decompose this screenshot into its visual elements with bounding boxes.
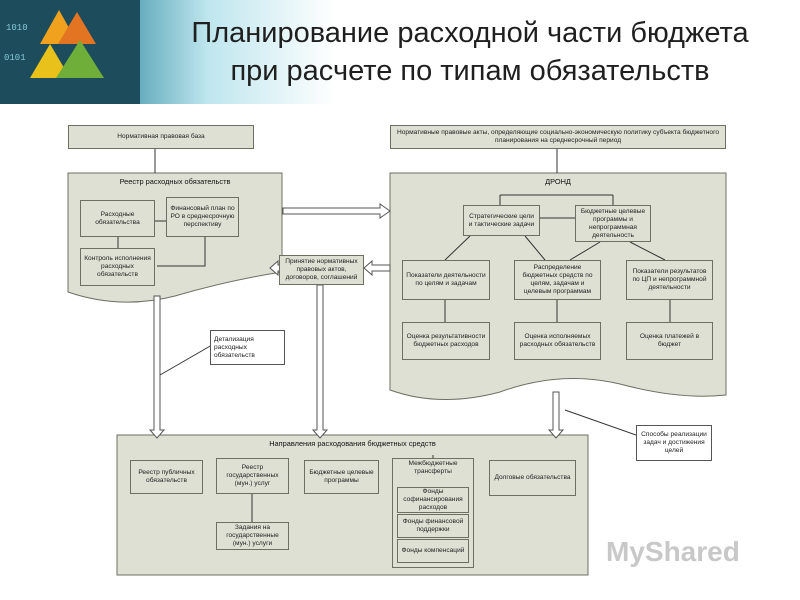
public-registry-label: Реестр публичных обязательств [138, 469, 195, 484]
regulatory-base-box: Нормативная правовая база [68, 125, 254, 149]
svg-text:0101: 0101 [4, 53, 26, 63]
state-services-registry-box: Реестр государственных (мун.) услуг [216, 458, 289, 494]
financial-plan-label: Финансовый план по РО в среднесрочную пе… [170, 205, 235, 228]
directions-container [116, 434, 589, 576]
budget-programs-label: Бюджетные целевые программы и непрограмм… [580, 207, 646, 239]
acts-adoption-box: Принятие нормативных правовых актов, дог… [279, 255, 364, 285]
methods-label: Способы реализации задач и достижения це… [641, 431, 707, 454]
debt-obligations-label: Долговые обязательства [494, 474, 571, 481]
performance-eval-label: Оценка результативности бюджетных расход… [406, 333, 486, 348]
distribution-label: Распределение бюджетных средств по целям… [522, 264, 593, 295]
obligations-label: Расходные обязательства [95, 210, 140, 226]
indicators-box: Показатели деятельности по целям и задач… [402, 260, 490, 300]
cofinancing-fund-label: Фонды софинансирования расходов [403, 488, 463, 511]
triangles-logo-icon: 1010 0101 [0, 0, 140, 104]
indicators-label: Показатели деятельности по целям и задач… [406, 272, 486, 287]
acts-adoption-label: Принятие нормативных правовых актов, дог… [285, 258, 358, 281]
control-box: Контроль исполнения расходных обязательс… [80, 248, 155, 286]
payments-eval-box: Оценка платежей в бюджет [626, 322, 713, 360]
compensation-fund-label: Фонды компенсаций [401, 547, 465, 554]
financial-support-fund-label: Фонды финансовой поддержки [402, 518, 464, 533]
detail-box: Детализация расходных обязательств [210, 330, 285, 365]
cofinancing-fund-box: Фонды софинансирования расходов [397, 487, 469, 513]
regulatory-acts-label: Нормативные правовые акты, определяющие … [397, 129, 719, 144]
state-tasks-label: Задания на государственные (мун.) услуги [226, 524, 279, 547]
regulatory-base-label: Нормативная правовая база [117, 133, 205, 140]
budget-target-programs-box: Бюджетные целевые программы [304, 460, 379, 494]
methods-box: Способы реализации задач и достижения це… [636, 425, 712, 461]
results-box: Показатели результатов по ЦП и непрограм… [626, 260, 713, 300]
strategic-goals-box: Стратегические цели и тактические задачи [463, 205, 540, 236]
debt-obligations-box: Долговые обязательства [489, 460, 576, 496]
public-registry-box: Реестр публичных обязательств [130, 460, 203, 494]
detail-label: Детализация расходных обязательств [214, 335, 255, 359]
strategic-goals-label: Стратегические цели и тактические задачи [468, 212, 535, 228]
title-line-1: Планирование расходной части бюджета [191, 17, 749, 49]
obligations-box: Расходные обязательства [80, 200, 155, 237]
title-line-2: при расчете по типам обязательств [230, 55, 710, 87]
results-label: Показатели результатов по ЦП и непрограм… [632, 268, 707, 291]
header: 1010 0101 Планирование расходной части б… [0, 0, 800, 104]
financial-support-fund-box: Фонды финансовой поддержки [397, 514, 469, 538]
svg-text:1010: 1010 [6, 23, 28, 33]
watermark-label: MyShared [606, 536, 740, 567]
drond-title: ДРОНД [545, 177, 571, 186]
interbudget-transfers-label: Межбюджетные трансферты [408, 460, 458, 475]
directions-title: Направления расходования бюджетных средс… [269, 439, 436, 448]
watermark: MyShared [606, 536, 740, 568]
financial-plan-box: Финансовый план по РО в среднесрочную пе… [166, 197, 239, 237]
budget-programs-box: Бюджетные целевые программы и непрограмм… [575, 205, 651, 242]
distribution-box: Распределение бюджетных средств по целям… [514, 260, 601, 300]
compensation-fund-box: Фонды компенсаций [397, 539, 469, 563]
state-services-registry-label: Реестр государственных (мун.) услуг [226, 464, 279, 487]
state-tasks-box: Задания на государственные (мун.) услуги [216, 522, 289, 550]
regulatory-acts-box: Нормативные правовые акты, определяющие … [390, 125, 726, 149]
registry-title: Реестр расходных обязательств [119, 177, 231, 186]
control-label: Контроль исполнения расходных обязательс… [84, 255, 151, 278]
page-title: Планирование расходной части бюджета при… [140, 14, 800, 90]
performance-eval-box: Оценка результативности бюджетных расход… [402, 322, 490, 360]
payments-eval-label: Оценка платежей в бюджет [639, 333, 700, 348]
budget-target-programs-label: Бюджетные целевые программы [309, 469, 374, 484]
obligations-eval-box: Оценка исполняемых расходных обязательст… [514, 322, 601, 360]
obligations-eval-label: Оценка исполняемых расходных обязательст… [519, 333, 596, 348]
